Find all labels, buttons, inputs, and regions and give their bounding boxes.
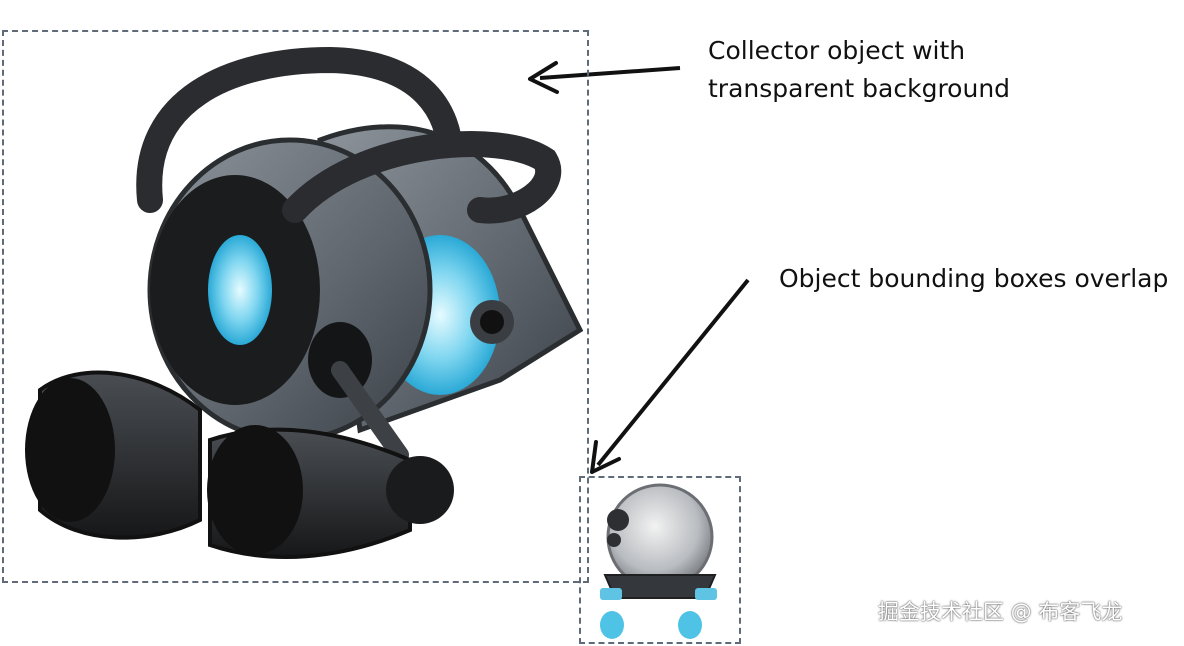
watermark: 掘金技术社区 @ 布客飞龙	[878, 600, 1123, 624]
dome-robot-icon	[600, 483, 717, 639]
collector-robot-icon	[25, 46, 584, 559]
small-object-bounding-box	[579, 476, 741, 644]
collector-annotation-label: Collector object with transparent backgr…	[708, 36, 1011, 103]
overlap-annotation-label: Object bounding boxes overlap	[779, 264, 1169, 293]
collector-bounding-box	[2, 30, 589, 583]
arrow-collector	[528, 61, 681, 94]
arrow-overlap	[590, 278, 750, 474]
